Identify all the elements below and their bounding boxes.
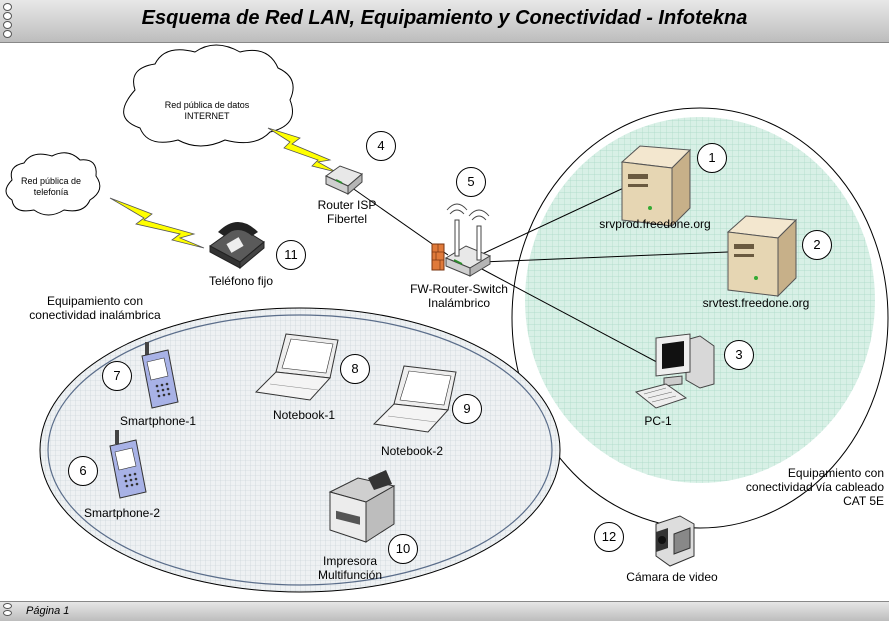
fw-router-icon <box>431 203 492 277</box>
wireless-zone-inner <box>47 314 553 586</box>
label-smartphone2: Smartphone-2 <box>83 506 161 520</box>
label-srvtest: srvtest.freedone.org <box>702 296 810 310</box>
router-isp-icon <box>325 165 363 196</box>
lightning-internet-icon <box>267 127 337 173</box>
number-badge-5: 5 <box>456 167 486 197</box>
number-badge-10: 10 <box>388 534 418 564</box>
number-badge-9: 9 <box>452 394 482 424</box>
pc-icon <box>634 333 715 409</box>
number-badge-2: 2 <box>802 230 832 260</box>
label-fw-router: FW-Router-Switch Inalámbrico <box>410 282 508 310</box>
label-notebook2: Notebook-2 <box>380 444 444 458</box>
server-test-icon <box>726 215 798 298</box>
wired-zone-hatch <box>525 117 875 483</box>
label-group-wired: Equipamiento con conectividad vía cablea… <box>745 466 884 508</box>
video-camera-icon <box>655 515 695 567</box>
lightning-telefonia-icon <box>109 197 205 249</box>
server-prod-icon <box>620 145 692 228</box>
label-group-wireless: Equipamiento con conectividad inalámbric… <box>29 294 161 322</box>
title-bar: Esquema de Red LAN, Equipamiento y Conec… <box>0 0 889 43</box>
binder-rings-icon <box>3 3 12 39</box>
label-cloud-telefonia: Red pública de telefonía <box>20 176 82 197</box>
smartphone-2-icon <box>109 430 147 499</box>
page-number: Página 1 <box>26 605 70 617</box>
label-notebook1: Notebook-1 <box>272 408 336 422</box>
notebook-2-icon <box>372 365 457 433</box>
notebook-1-icon <box>254 333 339 401</box>
label-cloud-internet: Red pública de datos INTERNET <box>164 100 250 121</box>
label-telefono: Teléfono fijo <box>208 274 274 288</box>
number-badge-6: 6 <box>68 456 98 486</box>
page-title: Esquema de Red LAN, Equipamiento y Conec… <box>141 7 748 29</box>
binder-rings-footer-icon <box>3 603 12 617</box>
label-camara: Cámara de video <box>626 570 718 584</box>
label-pc1: PC-1 <box>644 414 672 428</box>
telephone-icon <box>209 222 265 270</box>
number-badge-8: 8 <box>340 354 370 384</box>
number-badge-12: 12 <box>594 522 624 552</box>
smartphone-1-icon <box>141 342 179 409</box>
label-impresora: Impresora Multifunción <box>317 554 383 582</box>
wired-zone-outline <box>511 107 889 529</box>
label-srvprod: srvprod.freedone.org <box>599 217 711 231</box>
footer-bar: Página 1 <box>0 601 889 621</box>
number-badge-3: 3 <box>724 340 754 370</box>
cloud-internet <box>123 44 294 147</box>
label-smartphone1: Smartphone-1 <box>119 414 197 428</box>
number-badge-11: 11 <box>276 240 306 270</box>
number-badge-7: 7 <box>102 361 132 391</box>
number-badge-4: 4 <box>366 131 396 161</box>
cables <box>347 184 729 369</box>
label-router-isp: Router ISP Fibertel <box>317 198 377 226</box>
cloud-telefonia <box>5 152 101 216</box>
printer-icon <box>328 470 396 543</box>
number-badge-1: 1 <box>697 143 727 173</box>
